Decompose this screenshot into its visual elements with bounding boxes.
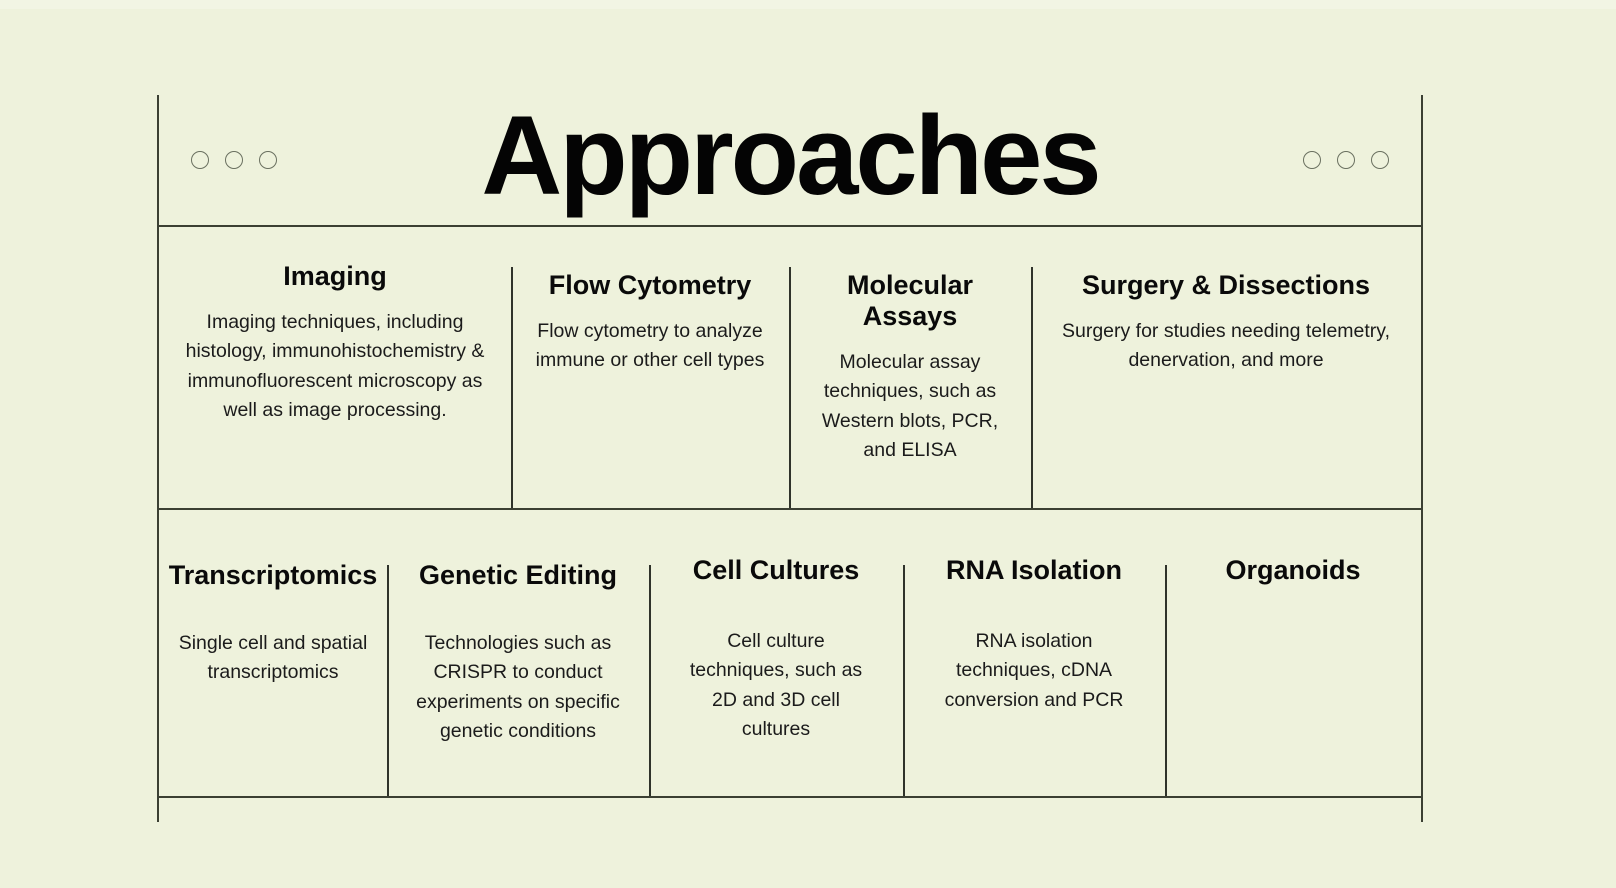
card-divider bbox=[649, 565, 651, 796]
circle-icon bbox=[1371, 151, 1389, 169]
card-title: Transcriptomics bbox=[168, 560, 378, 590]
card-description: Flow cytometry to analyze immune or othe… bbox=[535, 320, 765, 372]
card-description: Single cell and spatial transcriptomics bbox=[178, 632, 368, 684]
card-genetic-editing[interactable]: Genetic Editing Technologies such as CRI… bbox=[387, 510, 649, 796]
card-molecular-assays[interactable]: Molecular Assays Molecular assay techniq… bbox=[789, 227, 1031, 508]
circle-icon bbox=[225, 151, 243, 169]
card-flow-cytometry[interactable]: Flow Cytometry Flow cytometry to analyze… bbox=[511, 227, 789, 508]
right-dot-group bbox=[1303, 151, 1389, 169]
card-title: Surgery & Dissections bbox=[1081, 270, 1371, 300]
card-surgery-and-dissections[interactable]: Surgery & Dissections Surgery for studie… bbox=[1031, 227, 1421, 508]
card-description: Molecular assay techniques, such as West… bbox=[821, 351, 999, 461]
card-divider bbox=[387, 565, 389, 796]
card-title: Molecular Assays bbox=[846, 270, 974, 332]
row-separator-rule bbox=[157, 508, 1423, 510]
card-divider bbox=[511, 267, 513, 508]
header-bottom-rule bbox=[157, 225, 1423, 227]
card-divider bbox=[1165, 565, 1167, 796]
card-organoids[interactable]: Organoids bbox=[1165, 510, 1421, 796]
circle-icon bbox=[1337, 151, 1355, 169]
page-title-text: Approaches bbox=[481, 93, 1101, 218]
card-title: RNA Isolation bbox=[945, 555, 1122, 585]
approaches-row-top: Imaging Imaging techniques, including hi… bbox=[159, 227, 1421, 508]
card-description: RNA isolation techniques, cDNA conversio… bbox=[944, 630, 1124, 711]
page-title: Approaches bbox=[157, 95, 1423, 225]
card-title: Genetic Editing bbox=[418, 560, 618, 590]
card-description: Surgery for studies needing telemetry, d… bbox=[1061, 320, 1391, 372]
circle-icon bbox=[259, 151, 277, 169]
card-description: Cell culture techniques, such as 2D and … bbox=[689, 630, 863, 740]
card-transcriptomics[interactable]: Transcriptomics Single cell and spatial … bbox=[159, 510, 387, 796]
approaches-row-bottom: Transcriptomics Single cell and spatial … bbox=[159, 510, 1421, 796]
top-edge-band bbox=[0, 0, 1616, 9]
card-title: Organoids bbox=[1225, 555, 1361, 585]
card-rna-isolation[interactable]: RNA Isolation RNA isolation techniques, … bbox=[903, 510, 1165, 796]
card-imaging[interactable]: Imaging Imaging techniques, including hi… bbox=[159, 227, 511, 508]
card-title: Imaging bbox=[283, 261, 387, 291]
card-cell-cultures[interactable]: Cell Cultures Cell culture techniques, s… bbox=[649, 510, 903, 796]
frame-left-rule bbox=[157, 95, 159, 822]
card-divider bbox=[789, 267, 791, 508]
slide-header: Approaches bbox=[157, 95, 1423, 225]
circle-icon bbox=[1303, 151, 1321, 169]
card-title: Cell Cultures bbox=[692, 555, 860, 585]
circle-icon bbox=[191, 151, 209, 169]
frame-bottom-rule bbox=[157, 796, 1423, 798]
left-dot-group bbox=[191, 151, 277, 169]
card-divider bbox=[1031, 267, 1033, 508]
frame-right-rule bbox=[1421, 95, 1423, 822]
card-title: Flow Cytometry bbox=[548, 270, 752, 300]
card-description: Imaging techniques, including histology,… bbox=[185, 311, 485, 421]
card-description: Technologies such as CRISPR to conduct e… bbox=[416, 632, 620, 742]
card-divider bbox=[903, 565, 905, 796]
